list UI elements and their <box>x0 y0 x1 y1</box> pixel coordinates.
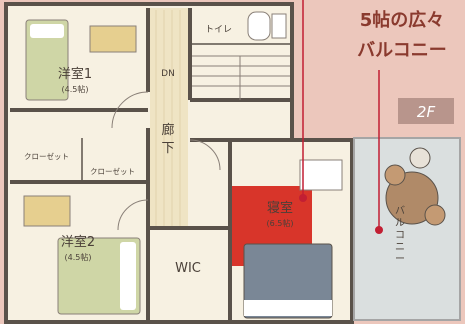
balcony-plant <box>409 147 431 169</box>
svg-text:コ: コ <box>395 230 405 241</box>
hallway-label-1: 廊 <box>161 122 174 138</box>
bed-bedroom <box>243 243 333 319</box>
stairs-dn-label: DN <box>161 69 175 79</box>
stairs <box>192 55 290 100</box>
bedroom-size: (6.5帖) <box>267 218 294 228</box>
balcony-chair <box>424 204 446 226</box>
bed-western2 <box>57 237 141 315</box>
toilet-fixture <box>247 11 287 41</box>
pointer-dot <box>375 226 383 234</box>
callout-line1: 5帖の広々 <box>360 9 445 31</box>
toilet-label: トイレ <box>205 25 232 35</box>
wic-label: WIC <box>175 261 201 276</box>
callout-line2: バルコニー <box>357 40 447 61</box>
hallway-floor <box>150 8 188 228</box>
balcony-table <box>385 171 439 225</box>
nightstand <box>299 159 343 191</box>
closet1-label: クローゼット <box>24 151 69 161</box>
balcony-label: バ ル コ ニ ー <box>395 205 405 265</box>
bed-western1 <box>25 19 69 101</box>
balcony <box>353 137 461 321</box>
western2-name: 洋室2 <box>61 234 95 250</box>
pointer-dot <box>299 194 307 202</box>
svg-text:ル: ル <box>395 218 405 229</box>
svg-text:ー: ー <box>395 254 405 265</box>
floor-label: 2F <box>417 103 436 121</box>
western1-name: 洋室1 <box>58 66 92 82</box>
bedroom-name: 寝室 <box>267 200 293 216</box>
balcony-chair <box>384 164 406 186</box>
desk-western1 <box>89 25 137 53</box>
western2-size: (4.5帖) <box>65 252 92 262</box>
desk-western2 <box>23 195 71 227</box>
closet2-label: クローゼット <box>90 166 135 176</box>
svg-text:バ: バ <box>395 205 405 217</box>
hallway-label-2: 下 <box>161 141 174 156</box>
svg-text:ニ: ニ <box>395 242 405 253</box>
floor-label-badge <box>398 98 454 124</box>
western1-size: (4.5帖) <box>62 84 89 94</box>
